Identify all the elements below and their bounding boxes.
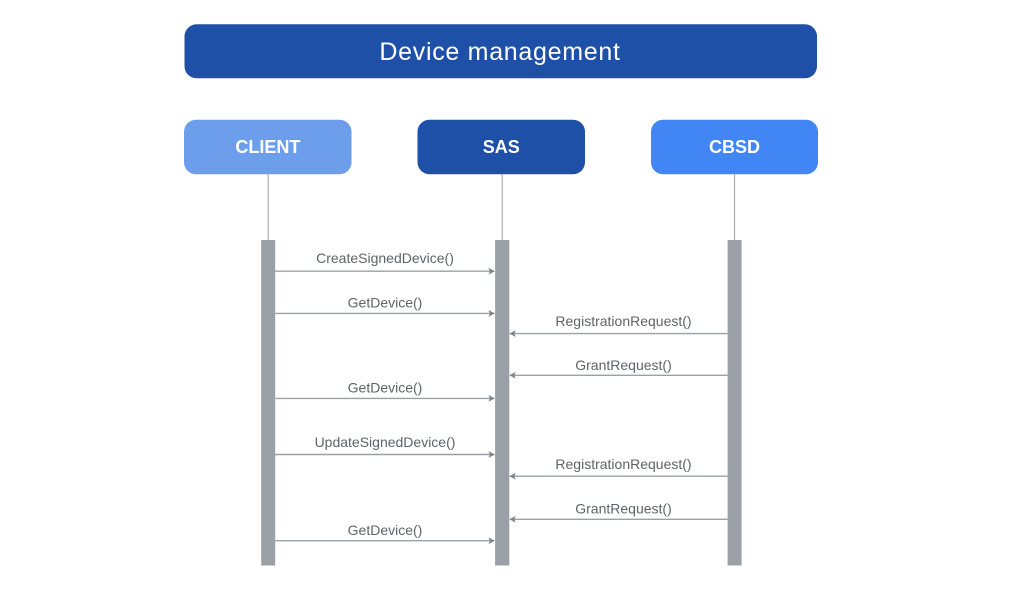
svg-text:RegistrationRequest(): RegistrationRequest()	[555, 456, 691, 472]
svg-text:CreateSignedDevice(): CreateSignedDevice()	[316, 250, 454, 266]
svg-text:GrantRequest(): GrantRequest()	[575, 501, 671, 517]
svg-text:UpdateSignedDevice(): UpdateSignedDevice()	[315, 434, 456, 450]
svg-text:RegistrationRequest(): RegistrationRequest()	[555, 313, 691, 329]
svg-text:Device management: Device management	[379, 38, 620, 66]
svg-text:GetDevice(): GetDevice()	[348, 379, 423, 395]
svg-text:GetDevice(): GetDevice()	[348, 522, 423, 538]
svg-text:CLIENT: CLIENT	[235, 137, 300, 157]
svg-text:GetDevice(): GetDevice()	[348, 295, 423, 311]
svg-text:SAS: SAS	[483, 137, 520, 157]
svg-text:CBSD: CBSD	[709, 137, 760, 157]
svg-text:GrantRequest(): GrantRequest()	[575, 357, 671, 373]
